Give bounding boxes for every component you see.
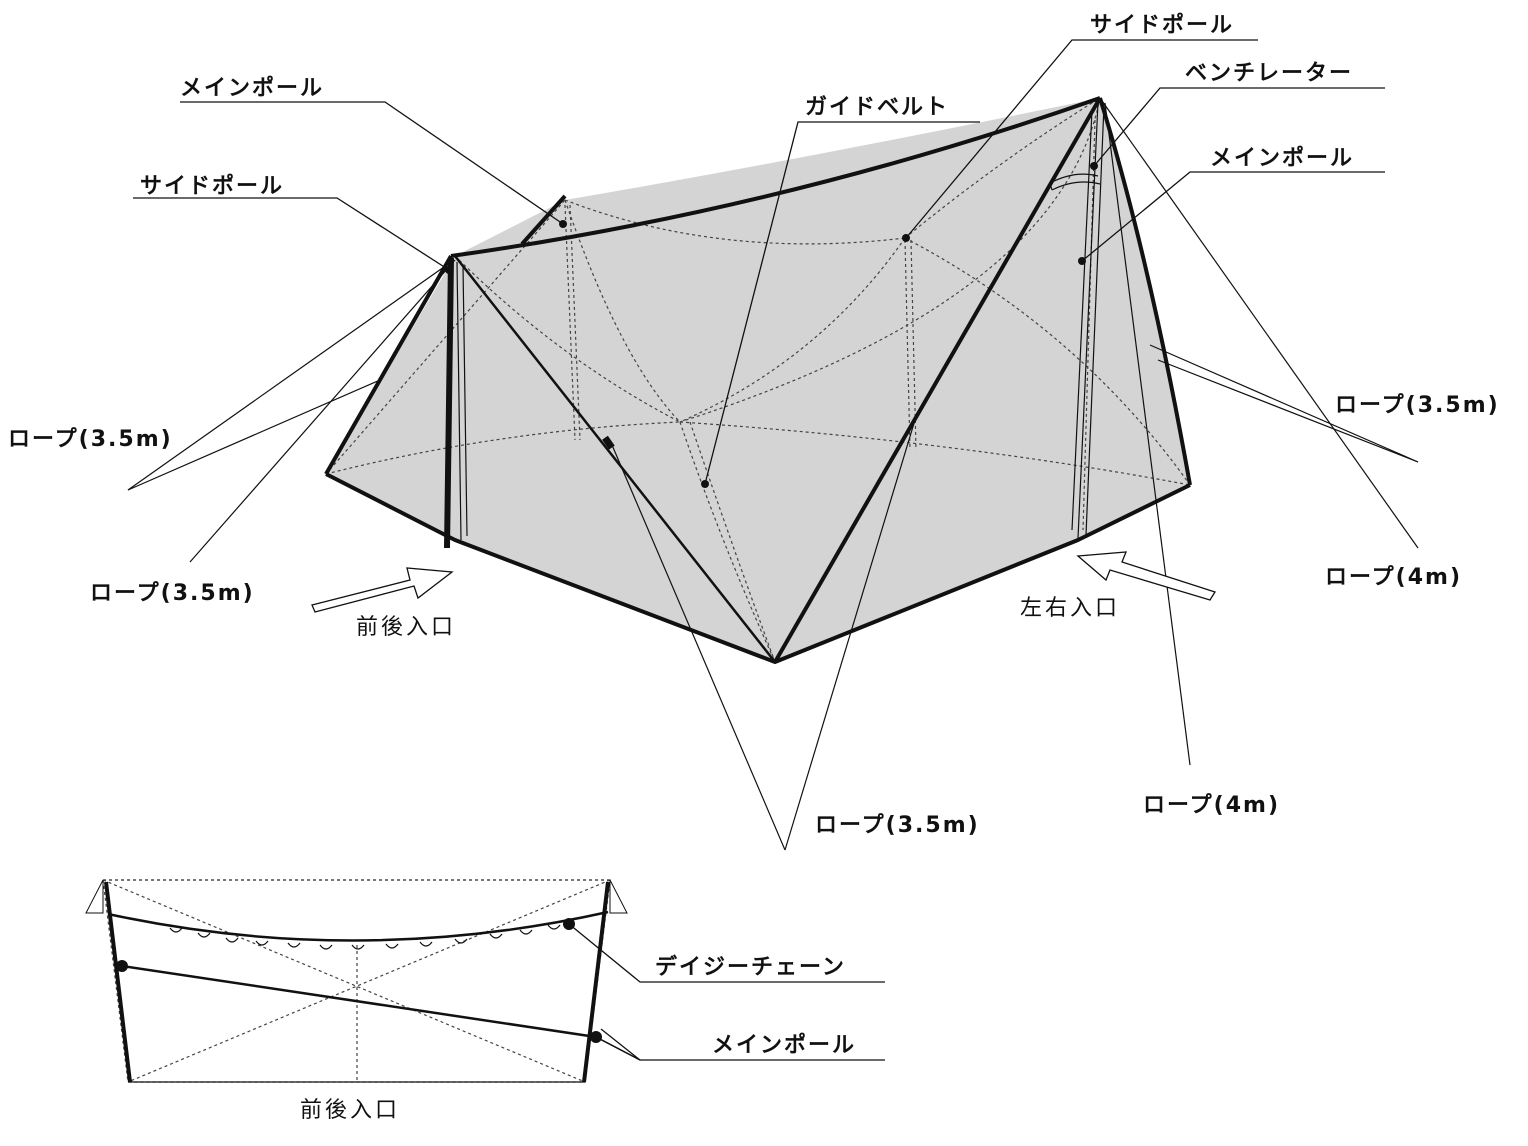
label-main-pole-top-left: メインポール [180, 75, 324, 101]
label-main-pole-bottom: メインポール [712, 1032, 856, 1058]
peak-right [609, 879, 628, 914]
label-rope-bottom-right-4m: ロープ(4m) [1143, 793, 1280, 818]
leader-lines [133, 39, 1385, 485]
label-rope-bottom-center: ロープ(3.5m) [815, 813, 980, 838]
daisy-chain-loops [169, 924, 561, 950]
arrow-left-right-entrance [1076, 551, 1216, 601]
label-entrance-left-right: 左右入口 [1020, 596, 1120, 621]
tent-illustration [127, 96, 1419, 851]
label-daisy-chain: デイジーチェーン [655, 954, 846, 980]
tent-outline [324, 96, 1192, 664]
peak-left [85, 879, 104, 914]
label-rope-left-lower: ロープ(3.5m) [90, 581, 255, 606]
tent-hidden-lines [325, 97, 1191, 663]
guy-ropes [127, 97, 1419, 851]
front-view-main-pole [121, 964, 597, 1039]
pole-front-left [444, 257, 468, 549]
front-view-pole-right [582, 881, 610, 1083]
label-guide-belt: ガイドベルト [805, 95, 949, 120]
label-ventilator: ベンチレーター [1185, 61, 1353, 86]
daisy-chain-line [107, 910, 609, 942]
front-view-diagram [85, 879, 628, 1083]
bottom-leader-lines [568, 923, 885, 1061]
arrow-front-back-entrance [311, 567, 454, 613]
front-view-pole-left [104, 881, 132, 1083]
label-side-pole-left: サイドポール [140, 173, 284, 199]
label-side-pole-top-right: サイドポール [1090, 12, 1234, 38]
label-entrance-front-back: 前後入口 [356, 615, 456, 640]
label-main-pole-right: メインポール [1210, 145, 1354, 171]
label-entrance-front-back-bottom: 前後入口 [300, 1098, 400, 1123]
label-rope-right-upper: ロープ(3.5m) [1335, 393, 1500, 418]
label-rope-left-upper: ロープ(3.5m) [8, 427, 173, 452]
label-rope-right-4m: ロープ(4m) [1325, 565, 1462, 590]
